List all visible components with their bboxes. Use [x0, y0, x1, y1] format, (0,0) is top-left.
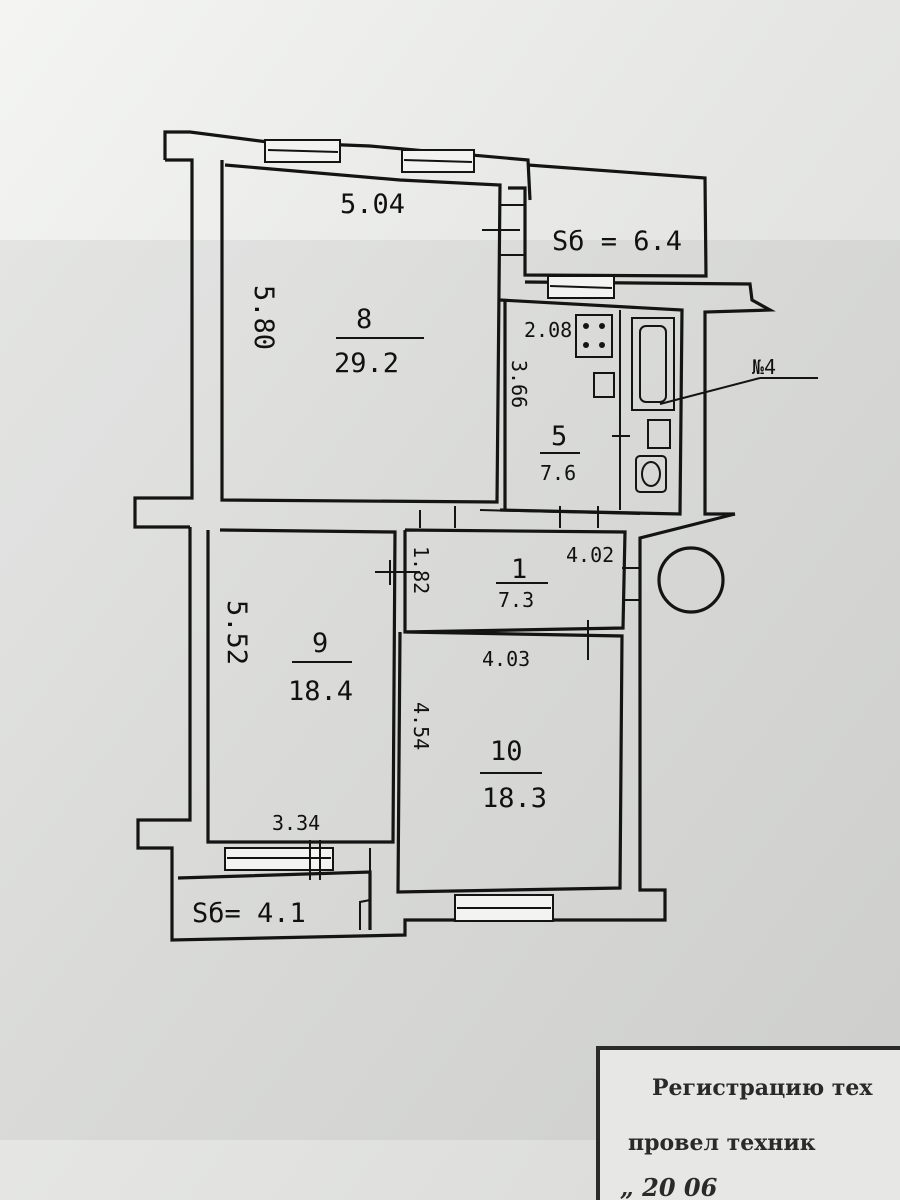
fraction-bars: [292, 337, 580, 774]
room-10-length: 4.54: [409, 702, 433, 750]
stairwell-circle: [657, 546, 725, 614]
windows: [224, 139, 615, 922]
room-5-area: 7.6: [540, 461, 576, 485]
bathroom-label: №4: [752, 355, 776, 379]
room-8-length: 5.80: [248, 285, 279, 350]
bathtub-icon: [631, 317, 675, 411]
balcony-bottom-label: Sб= 4.1: [192, 898, 306, 929]
balcony-bottom-frame: [177, 870, 372, 930]
room-1-length: 1.82: [409, 546, 433, 594]
room-10-number: 10: [490, 736, 523, 767]
room-10-width: 4.03: [482, 647, 530, 671]
room-9-width: 3.34: [272, 811, 320, 835]
stove-icon: [575, 314, 613, 358]
washbasin-icon: [647, 419, 671, 449]
stamp-line-3: „ 20 06: [620, 1173, 718, 1200]
room-5-number: 5: [551, 421, 567, 452]
room-5-length: 3.66: [507, 360, 531, 408]
room-1-width: 4.02: [566, 543, 614, 567]
room-8-width: 5.04: [340, 189, 405, 220]
room-10-area: 18.3: [482, 783, 547, 814]
room-1-number: 1: [511, 554, 527, 585]
stamp-line-1: Регистрацию тех: [652, 1075, 873, 1101]
balcony-top-label: Sб = 6.4: [552, 226, 682, 257]
room-5-width: 2.08: [524, 318, 572, 342]
room-9-length: 5.52: [221, 600, 252, 665]
room-9-number: 9: [312, 628, 328, 659]
bathroom-fixtures: [575, 310, 818, 510]
room-8-number: 8: [356, 304, 372, 335]
room-8-area: 29.2: [334, 348, 399, 379]
stamp-line-2: провел техник: [628, 1130, 816, 1156]
registration-stamp: Регистрацию тех провел техник „ 20 06: [596, 1046, 900, 1200]
room-1-area: 7.3: [498, 588, 534, 612]
sink-icon: [593, 372, 615, 398]
toilet-icon: [635, 455, 667, 493]
room-9-area: 18.4: [288, 676, 353, 707]
